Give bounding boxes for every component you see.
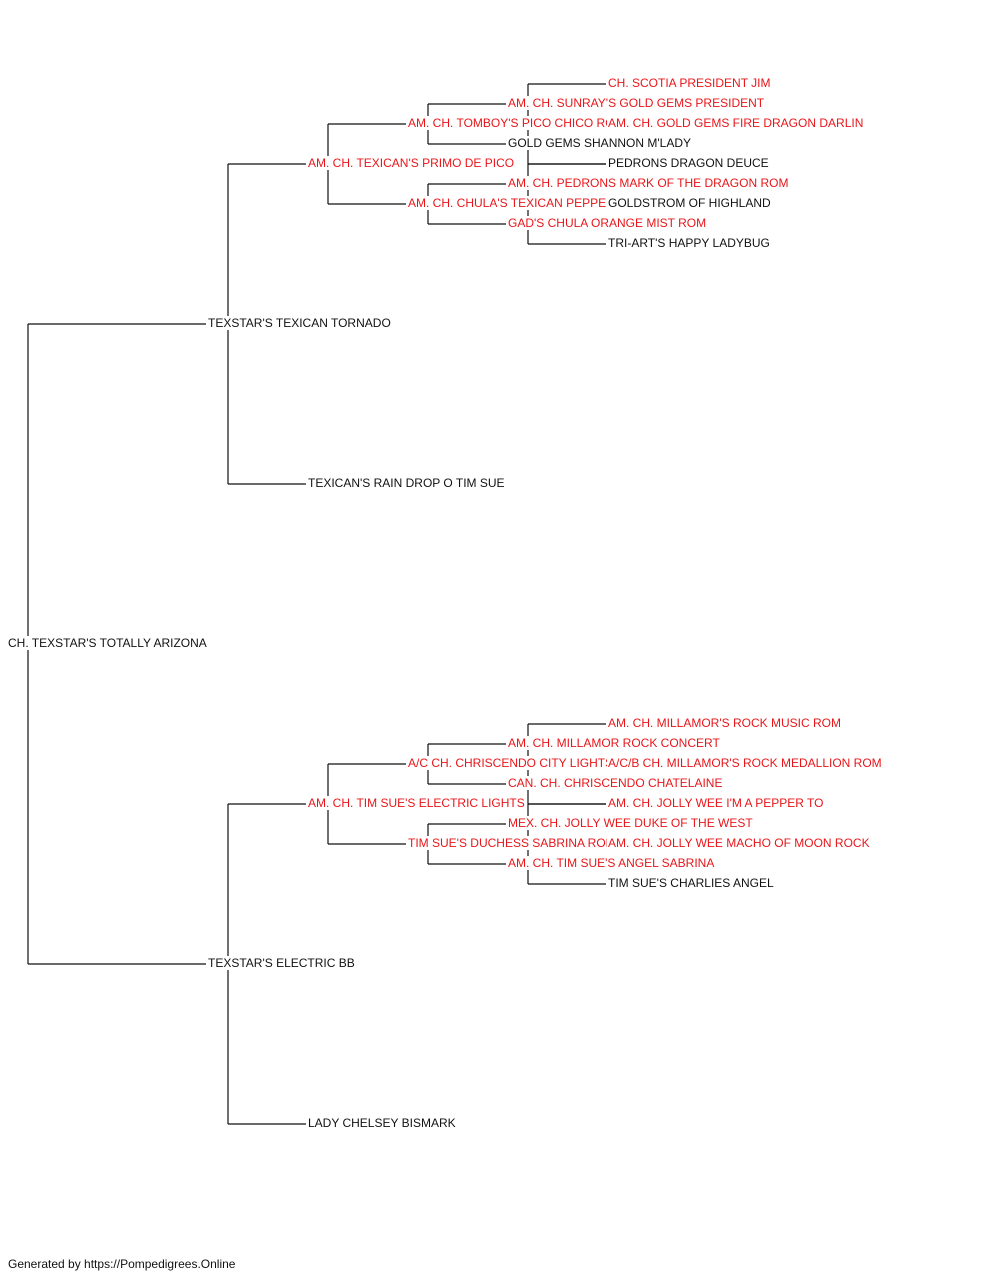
ancestor-name-gen-4: MEX. CH. JOLLY WEE DUKE OF THE WEST: [507, 816, 754, 830]
ancestor-name-gen-5: A/C/B CH. MILLAMOR'S ROCK MEDALLION ROM: [607, 756, 883, 770]
ancestor-name-gen-4: GOLD GEMS SHANNON M'LADY: [507, 136, 692, 150]
ancestor-name-gen-5: GOLDSTROM OF HIGHLAND: [607, 196, 772, 210]
ancestor-name-gen-3: AM. CH. TOMBOY'S PICO CHICO ROMX: [407, 116, 634, 130]
ancestor-name-gen-5: TIM SUE'S CHARLIES ANGEL: [607, 876, 775, 890]
ancestor-name-gen-3: TIM SUE'S DUCHESS SABRINA ROMX: [407, 836, 625, 850]
ancestor-name-gen-2: AM. CH. TEXICAN'S PRIMO DE PICO: [307, 156, 516, 170]
ancestor-name-gen-2: LADY CHELSEY BISMARK: [307, 1116, 457, 1130]
ancestor-name-gen-4: AM. CH. MILLAMOR ROCK CONCERT: [507, 736, 721, 750]
ancestor-name-gen-2: TEXICAN'S RAIN DROP O TIM SUE: [307, 476, 506, 490]
subject-dog-name: CH. TEXSTAR'S TOTALLY ARIZONA: [7, 636, 208, 650]
ancestor-name-gen-5: AM. CH. JOLLY WEE MACHO OF MOON ROCK: [607, 836, 871, 850]
ancestor-name-gen-1: TEXSTAR'S ELECTRIC BB: [207, 956, 356, 970]
ancestor-name-gen-4: AM. CH. PEDRONS MARK OF THE DRAGON ROM: [507, 176, 790, 190]
ancestor-name-gen-5: AM. CH. GOLD GEMS FIRE DRAGON DARLIN: [607, 116, 865, 130]
ancestor-name-gen-4: AM. CH. TIM SUE'S ANGEL SABRINA: [507, 856, 716, 870]
ancestor-name-gen-2: AM. CH. TIM SUE'S ELECTRIC LIGHTS: [307, 796, 526, 810]
footer-credit: Generated by https://Pompedigrees.Online: [8, 1257, 236, 1271]
ancestor-name-gen-5: TRI-ART'S HAPPY LADYBUG: [607, 236, 771, 250]
ancestor-name-gen-5: CH. SCOTIA PRESIDENT JIM: [607, 76, 772, 90]
ancestor-name-gen-3: AM. CH. CHULA'S TEXICAN PEPPERMIST: [407, 196, 645, 210]
ancestor-name-gen-5: AM. CH. MILLAMOR'S ROCK MUSIC ROM: [607, 716, 842, 730]
ancestor-name-gen-3: A/C CH. CHRISCENDO CITY LIGHTS ROMS: [407, 756, 654, 770]
ancestor-name-gen-1: TEXSTAR'S TEXICAN TORNADO: [207, 316, 392, 330]
ancestor-name-gen-4: GAD'S CHULA ORANGE MIST ROM: [507, 216, 708, 230]
ancestor-name-gen-4: CAN. CH. CHRISCENDO CHATELAINE: [507, 776, 724, 790]
ancestor-name-gen-5: AM. CH. JOLLY WEE I'M A PEPPER TO: [607, 796, 825, 810]
ancestor-name-gen-5: PEDRONS DRAGON DEUCE: [607, 156, 770, 170]
ancestor-name-gen-4: AM. CH. SUNRAY'S GOLD GEMS PRESIDENT: [507, 96, 766, 110]
